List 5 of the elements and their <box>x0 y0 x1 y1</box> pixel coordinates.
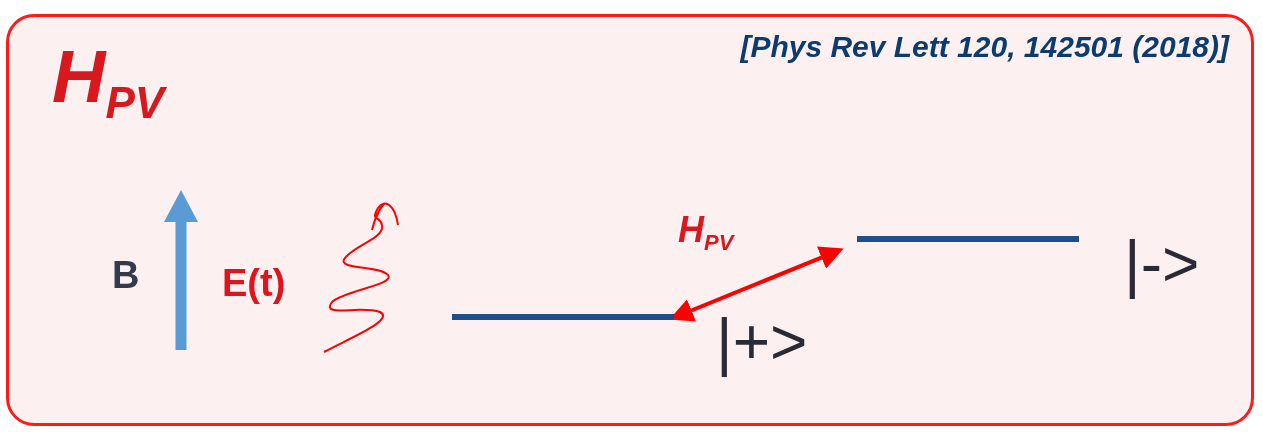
citation-text: [Phys Rev Lett 120, 142501 (2018)] <box>740 30 1229 64</box>
field-label: B <box>112 254 140 297</box>
edge-label: H$_{PV}$ <box>678 212 734 255</box>
field-label: E(t) <box>222 262 286 305</box>
heading: H$_{PV}$ <box>52 40 165 125</box>
